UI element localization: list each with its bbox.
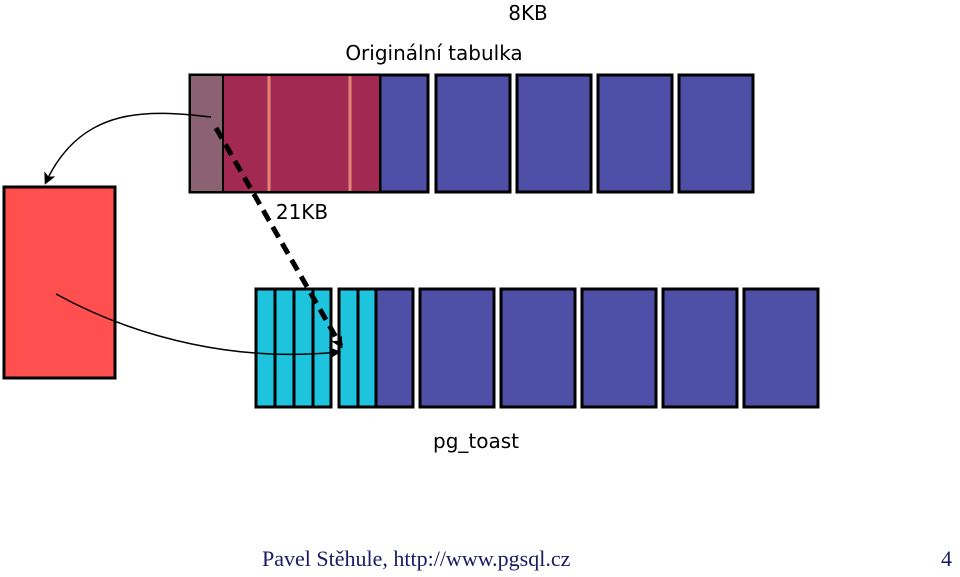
value-store-arrow (55, 293, 341, 359)
original-table-label: Originální tabulka (345, 41, 522, 65)
original-page-3 (515, 73, 593, 194)
toast-table (254, 287, 820, 409)
toast-chunk-2 (273, 287, 296, 409)
original-table (188, 73, 755, 194)
page-number: 4 (941, 546, 952, 571)
toast-chunk-1 (254, 287, 277, 409)
toast-chunk-3 (292, 287, 315, 409)
value-chunk-1 (223, 76, 267, 191)
value-block (2, 185, 117, 380)
original-page-4 (596, 73, 674, 194)
toast-page-4 (580, 287, 658, 409)
toast-chunk-5 (337, 287, 360, 409)
value-size-label: 21KB (276, 200, 328, 224)
toast-page-5 (661, 287, 739, 409)
toast-chunk-6 (356, 287, 378, 409)
original-page-2 (434, 73, 512, 194)
toast-page-6 (742, 287, 820, 409)
page-size-label: 8KB (508, 1, 548, 25)
original-page-1-tail (378, 73, 430, 194)
toast-page-1-tail (374, 287, 415, 409)
original-page-5 (677, 73, 755, 194)
footer-author: Pavel Stěhule, http://www.pgsql.cz (262, 546, 571, 571)
toast-table-label: pg_toast (433, 429, 519, 453)
toasted-value-region (191, 76, 379, 191)
value-chunk-2 (271, 76, 348, 191)
toast-page-3 (499, 287, 577, 409)
toast-pointer-arrow (213, 126, 344, 349)
toast-chunk-4 (311, 287, 333, 409)
value-extract-arrow (44, 112, 212, 185)
toast-page-2 (418, 287, 496, 409)
value-chunk-3 (352, 76, 379, 191)
diagram-canvas: 8KB Originální tabulka 21KB pg_toast (2, 1, 820, 453)
